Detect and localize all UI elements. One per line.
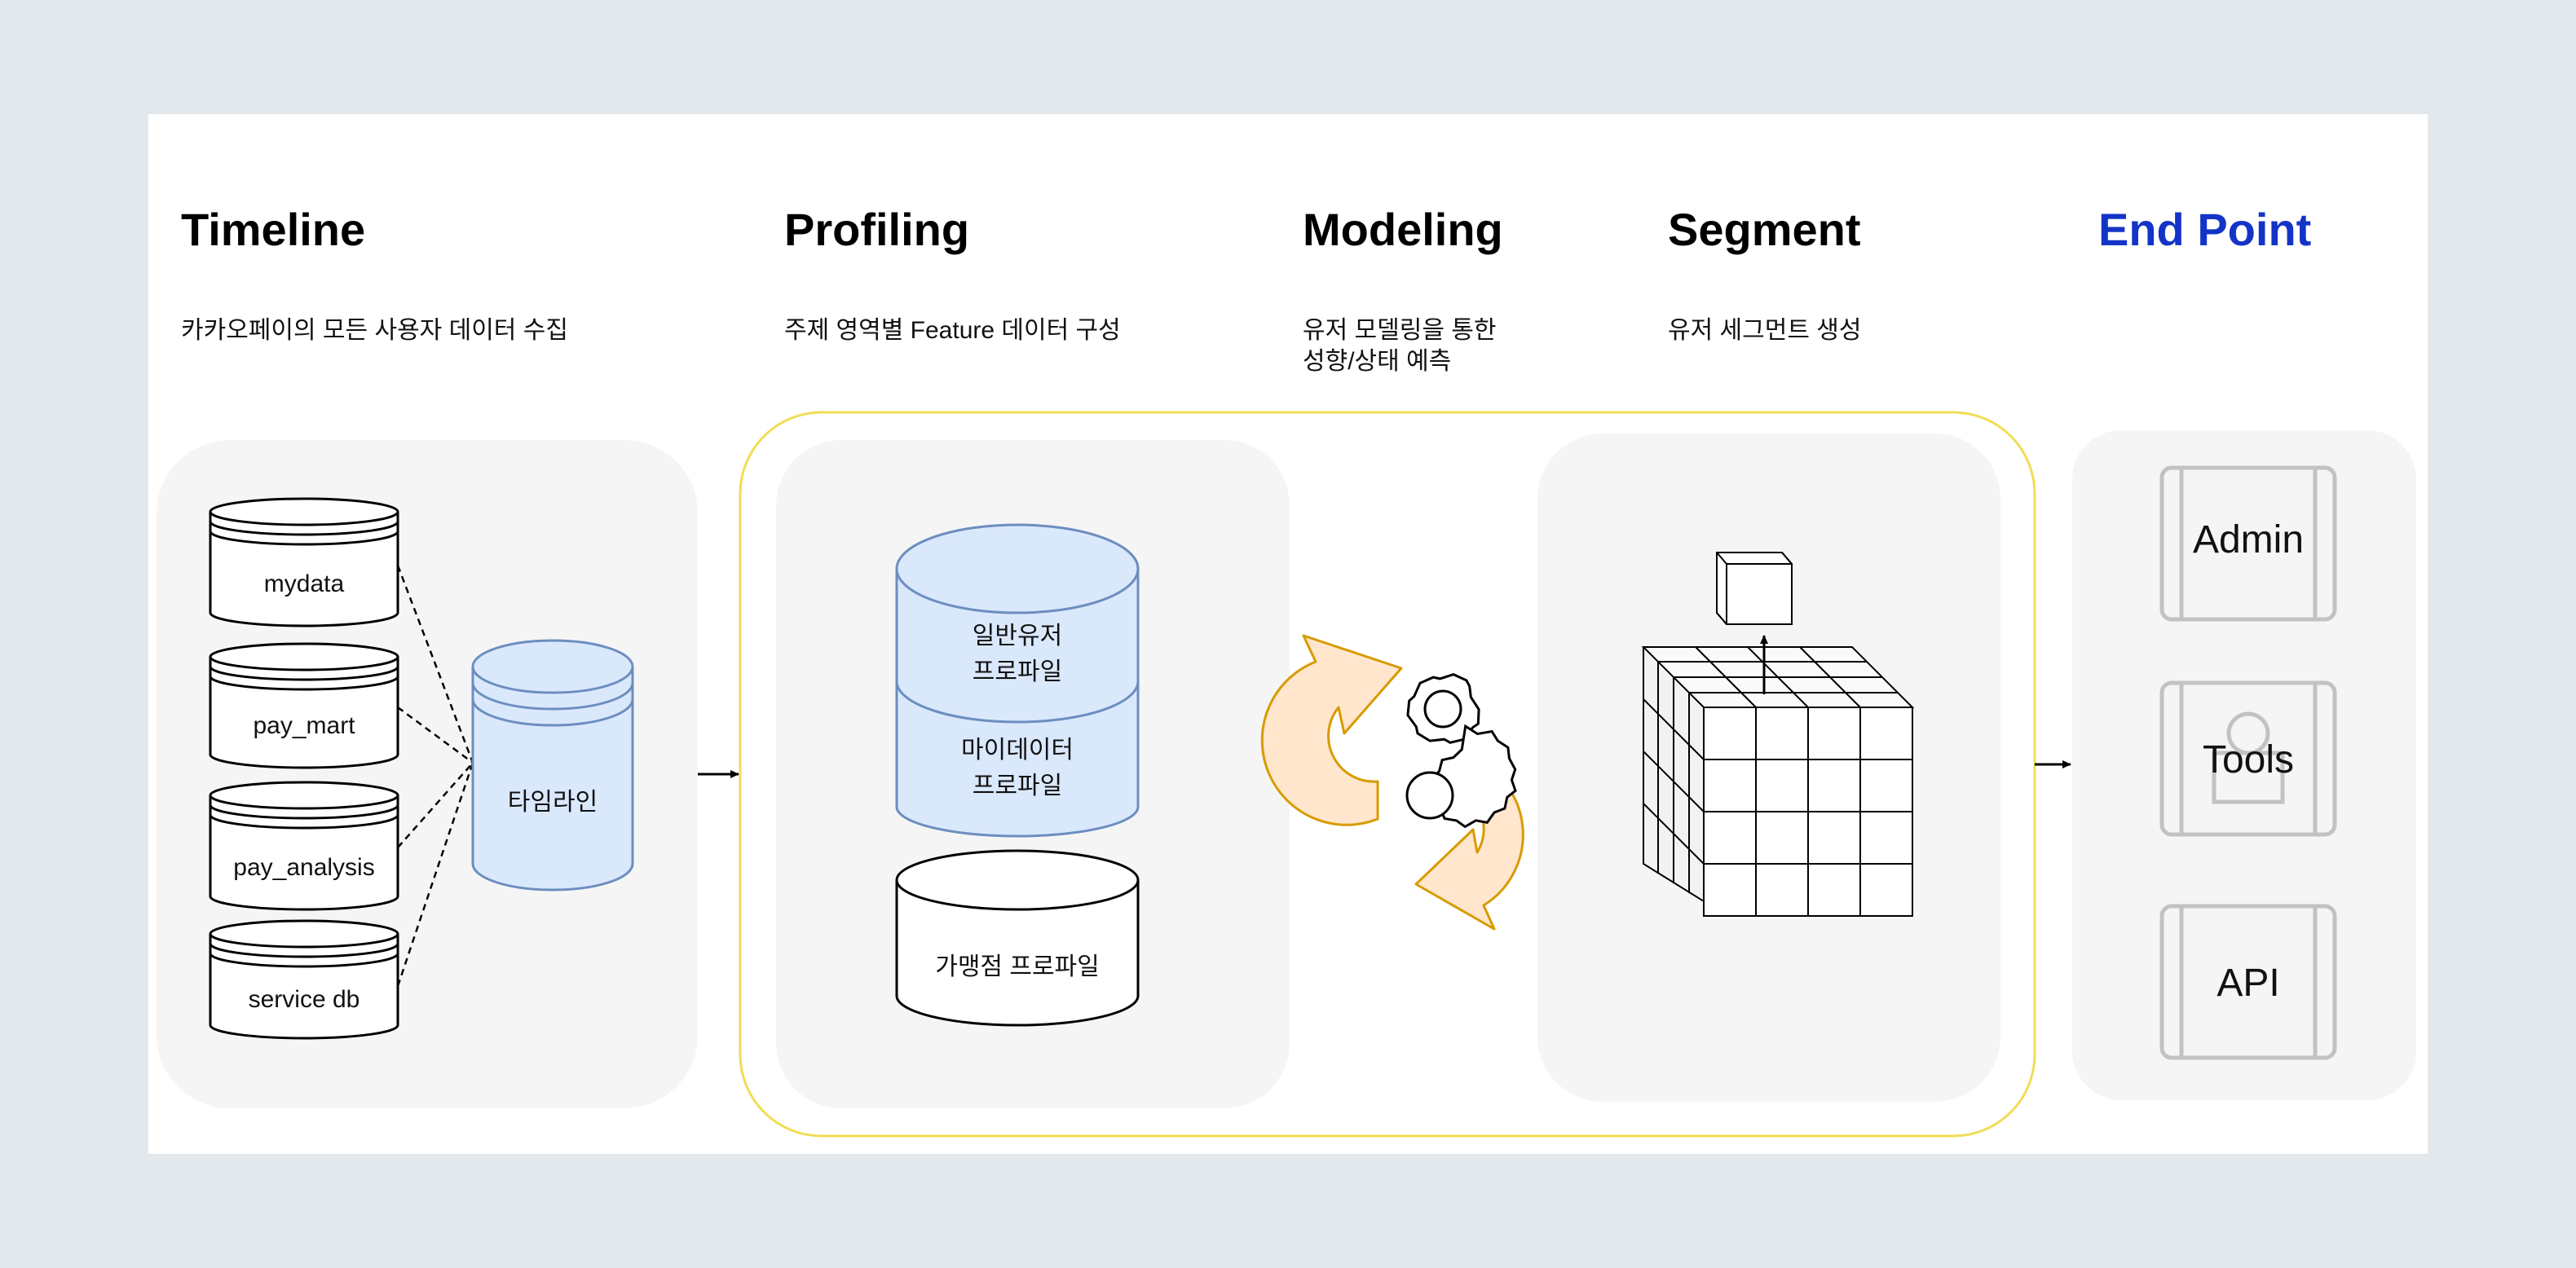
end-point-panel <box>2072 430 2416 1100</box>
stage-desc-segment: 유저 세그먼트 생성 <box>1668 317 1862 344</box>
stage-title-segment: Segment <box>1668 204 1861 255</box>
profile-general-user-line-1: 일반유저 <box>973 623 1062 649</box>
source-label-service-db: service db <box>249 986 360 1013</box>
stage-title-modeling: Modeling <box>1303 204 1503 255</box>
endpoint-box-api <box>2159 904 2337 1060</box>
profile-mydata-line-1: 마이데이터 <box>961 737 1074 764</box>
gear-icon <box>1405 724 1517 829</box>
stage-title-end-point: End Point <box>2098 204 2312 255</box>
source-label-pay-mart: pay_mart <box>253 712 355 739</box>
stage-title-timeline: Timeline <box>181 204 366 255</box>
profile-merchant-label: 가맹점 프로파일 <box>935 953 1100 980</box>
profile-mydata-line-2: 프로파일 <box>973 773 1062 799</box>
database-icon <box>209 642 399 769</box>
database-icon <box>209 919 399 1040</box>
endpoint-label-api: API <box>2217 962 2279 1005</box>
source-connectors <box>396 565 474 987</box>
endpoint-box-tools <box>2159 680 2337 837</box>
gear-icon <box>1406 672 1480 744</box>
modeling-group-border <box>739 411 2036 1138</box>
endpoint-label-tools: Tools <box>2203 738 2294 781</box>
source-label-pay-analysis: pay_analysis <box>233 854 374 881</box>
stage-desc-profiling: 주제 영역별 Feature 데이터 구성 <box>784 317 1121 344</box>
source-label-mydata: mydata <box>264 570 345 597</box>
database-icon <box>209 497 399 627</box>
timeline-target-label: 타임라인 <box>508 789 598 816</box>
database-icon <box>895 523 1140 838</box>
endpoint-box-admin <box>2159 465 2337 622</box>
cube-grid-icon <box>1641 552 1915 917</box>
database-icon <box>209 781 399 911</box>
database-icon <box>895 849 1140 1027</box>
database-icon <box>471 639 634 892</box>
endpoint-label-admin: Admin <box>2193 518 2304 561</box>
stage-title-profiling: Profiling <box>784 204 970 255</box>
profile-general-user-line-2: 프로파일 <box>973 658 1062 685</box>
stage-desc-modeling-line-1: 유저 모델링을 통한 <box>1303 317 1497 344</box>
stage-desc-timeline: 카카오페이의 모든 사용자 데이터 수집 <box>181 317 568 344</box>
stage-desc-modeling-line-2: 성향/상태 예측 <box>1303 348 1452 375</box>
